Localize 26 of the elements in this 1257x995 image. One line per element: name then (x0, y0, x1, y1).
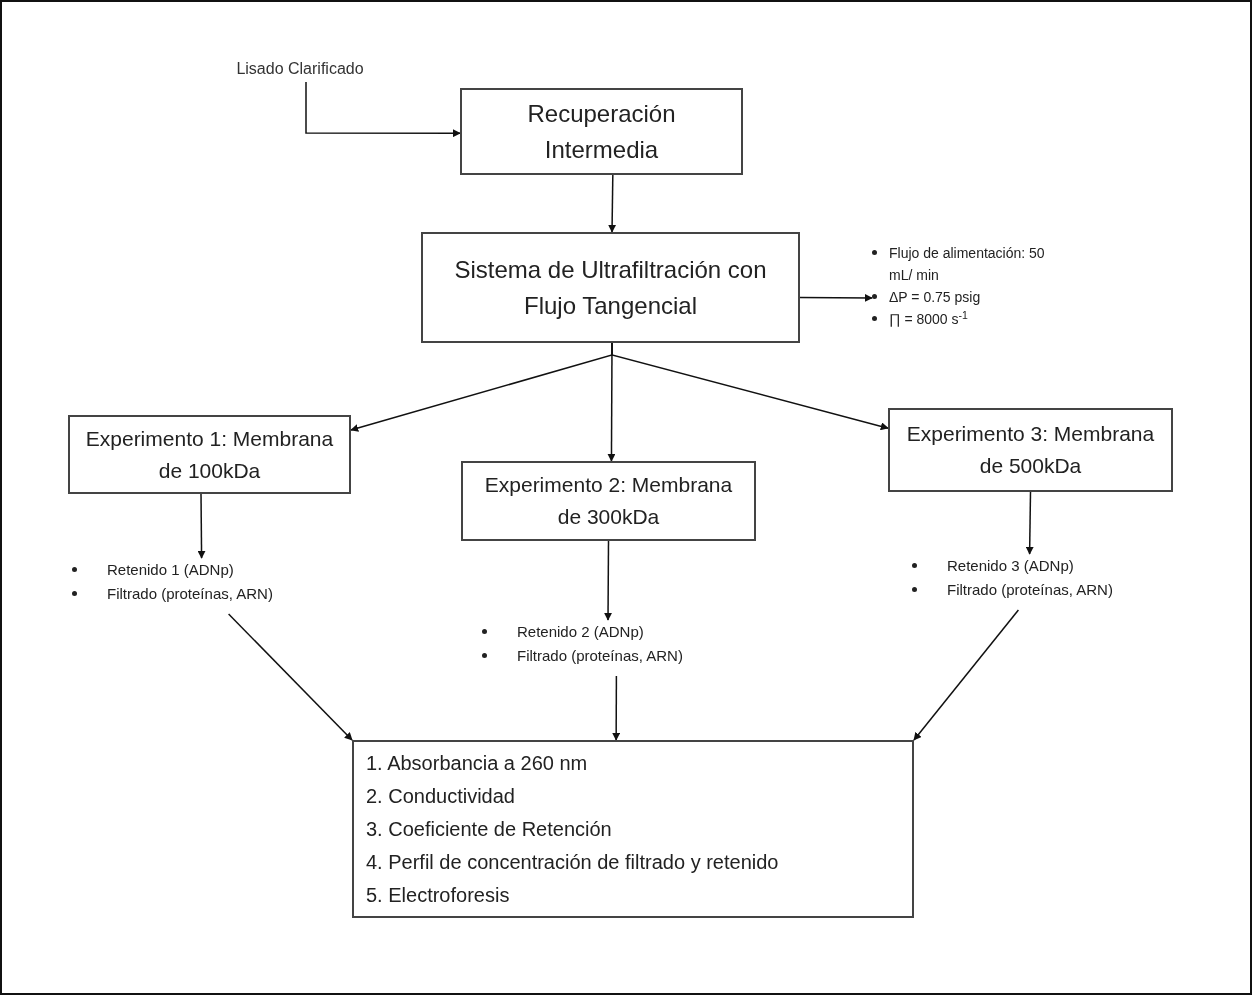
bullet-text: ΔP = 0.75 psig (889, 288, 981, 307)
arrow (799, 293, 873, 302)
arrow (913, 609, 1020, 741)
bullet-text: ∏ = 8000 s$^{-1}$ (889, 308, 968, 329)
process-box: Experimento 1: Membrana de 100kDa (68, 415, 351, 494)
bullet-text: Filtrado (proteínas, ARN) (517, 646, 683, 666)
arrow (612, 675, 621, 741)
input-label: Lisado Clarificado (236, 59, 364, 79)
arrow (611, 342, 889, 431)
arrow (1025, 491, 1034, 555)
process-box: Recuperación Intermedia (460, 88, 743, 175)
arrow (197, 493, 206, 559)
bullet-text: Retenido 3 (ADNp) (947, 556, 1074, 576)
bullet-text: Retenido 1 (ADNp) (107, 560, 234, 580)
arrow (305, 81, 461, 138)
bullet-text: Flujo de alimentación: 50 mL/ min (889, 244, 1046, 285)
process-box: Experimento 2: Membrana de 300kDa (461, 461, 756, 541)
process-box: Experimento 3: Membrana de 500kDa (888, 408, 1173, 492)
process-box: 1. Absorbancia a 260 nm 2. Conductividad 3. Coeficiente de Retención 4. Perfil de concentración de filtrado y retenido 5. Electroforesis (352, 740, 914, 918)
arrow (608, 174, 617, 233)
arrow (227, 613, 353, 741)
arrow (604, 540, 613, 621)
bullet-text: Filtrado (proteínas, ARN) (947, 580, 1113, 600)
process-box: Sistema de Ultrafiltración con Flujo Tangencial (421, 232, 800, 343)
bullet-text: Filtrado (proteínas, ARN) (107, 584, 273, 604)
bullet-text: Retenido 2 (ADNp) (517, 622, 644, 642)
